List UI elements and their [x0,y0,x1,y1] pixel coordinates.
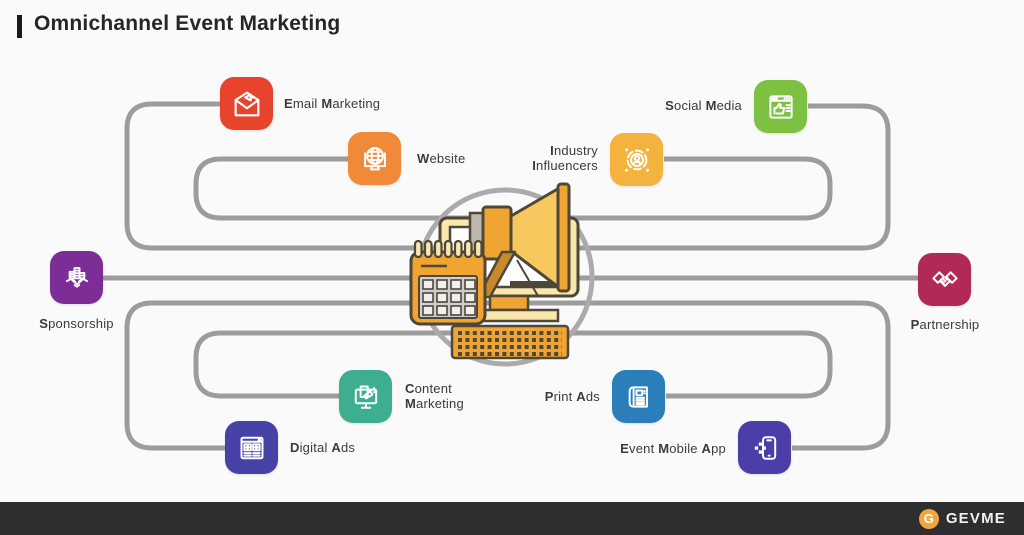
channel-label-social-media: Social Media [665,98,742,113]
email-megaphone-icon [234,91,259,116]
brand-logo: G GEVME [918,508,1006,529]
event-marketing-illustration [409,182,595,367]
title-accent-bar [17,15,22,38]
influencer-person-icon [624,147,649,172]
coins-handshake-icon [65,266,88,288]
channel-tile-email-marketing [220,77,273,130]
globe-monitor-icon [363,146,386,170]
monitor-megaphone-icon [354,385,377,409]
channel-tile-social-media [754,80,807,133]
channel-tile-sponsorship [50,251,103,304]
page-title: Omnichannel Event Marketing [34,12,341,35]
megaphone-graphic [468,182,571,299]
handshake-icon [931,270,958,287]
footer-bar: G GEVME [0,502,1024,535]
channel-tile-event-mobile-app [738,421,791,474]
channel-label-sponsorship: Sponsorship [39,316,114,331]
thumbs-up-browser-icon [768,94,793,119]
channel-label-content-marketing: Content Marketing [405,381,464,411]
channel-tile-content-marketing [339,370,392,423]
keyboard-graphic [450,324,570,360]
channel-label-website: Website [417,151,466,166]
channel-tile-partnership [918,253,971,306]
channel-label-event-mobile-app: Event Mobile App [620,441,726,456]
channel-tile-website [348,132,401,185]
browser-ads-icon [240,436,263,459]
mobile-app-icon [754,435,776,460]
calendar-graphic [409,239,487,326]
brand-name: GEVME [945,510,1006,527]
channel-label-email-marketing: Email Marketing [284,96,381,111]
channel-label-industry-influencers: Industry Influencers [532,143,598,173]
channel-label-digital-ads: Digital Ads [290,440,356,455]
channel-tile-industry-influencers [610,133,663,186]
channel-tile-digital-ads [225,421,278,474]
channel-label-print-ads: Print Ads [544,389,600,404]
channel-label-partnership: Partnership [910,317,980,332]
brand-logo-icon: G [918,508,939,529]
newspaper-icon [628,385,648,408]
channel-tile-print-ads [612,370,665,423]
